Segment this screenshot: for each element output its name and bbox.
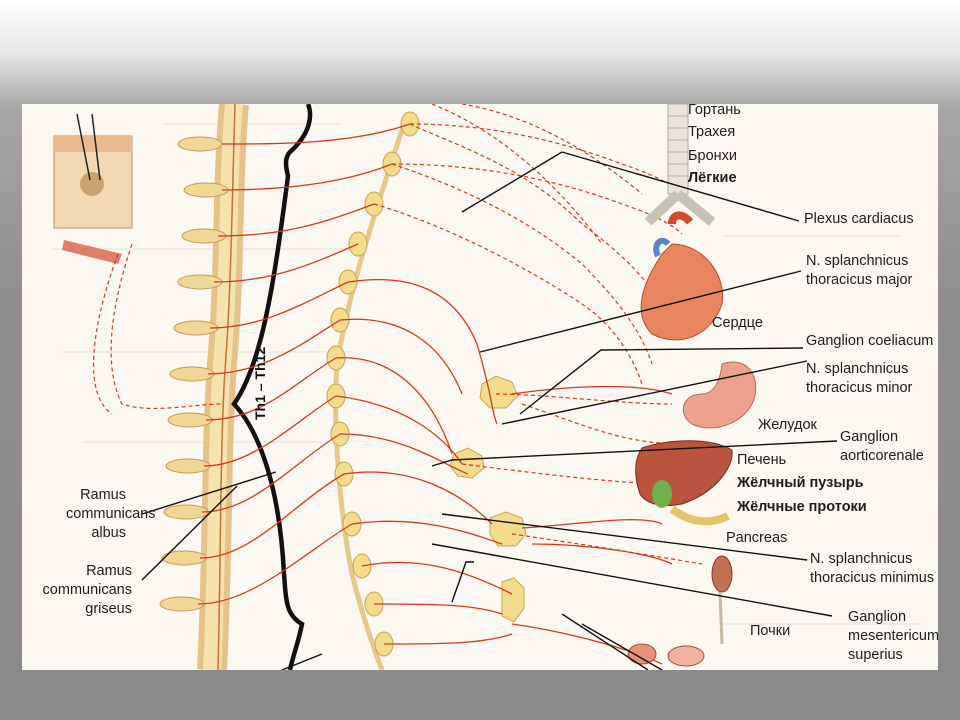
label-bile-ducts: Жёлчные протоки [737,499,867,515]
trachea-illustration [644,104,716,226]
stomach-illustration [682,361,757,429]
label-stomach: Желудок [758,417,817,433]
label-plexus-cardiacus: Plexus cardiacus [804,211,914,227]
skin-block-illustration [53,113,133,264]
autonomic-nerve-illustration [22,104,938,670]
label-larynx: Гортань [688,104,741,118]
kidney-illustration [711,555,733,645]
label-lungs: Лёгкие [688,170,737,186]
prevertebral-ganglia [449,375,527,623]
label-bronchi: Бронхи [688,148,738,164]
sympathetic-trunk [326,111,420,670]
intestine-illustration [627,643,705,667]
dashed-nerve-fibers [92,104,703,565]
label-thoracic-segment: Th1 – Th12 [252,346,268,420]
spinal-cord-illustration [197,104,249,670]
label-liver: Печень [737,452,787,468]
label-ganglion-mesentericum-superius: Ganglion mesentericum superius [848,609,938,663]
liver-illustration [635,440,733,526]
anatomy-figure: Гортань Трахея Бронхи Лёгкие Plexus card… [22,104,938,670]
label-kidneys: Почки [750,623,791,639]
label-trachea: Трахея [688,124,736,140]
segment-brace [231,104,313,670]
leader-lines [141,151,838,670]
label-ganglion-aorticorenale: Ganglion aorticorenale [840,429,924,464]
label-ramus-communicans-griseus: Ramus communicans griseus [42,563,132,617]
label-gallbladder: Жёлчный пузырь [737,475,864,491]
label-splanchnicus-major: N. splanchnicus thoracicus major [806,253,913,288]
label-pancreas: Pancreas [726,530,788,546]
heart-illustration [640,211,724,341]
label-splanchnicus-minor: N. splanchnicus thoracicus minor [806,361,913,396]
label-splanchnicus-minimus: N. splanchnicus thoracicus minimus [810,551,935,586]
label-ganglion-coeliacum: Ganglion coeliacum [806,333,934,349]
label-ramus-communicans-albus: Ramus communicans albus [66,487,156,541]
label-heart: Сердце [712,315,763,331]
